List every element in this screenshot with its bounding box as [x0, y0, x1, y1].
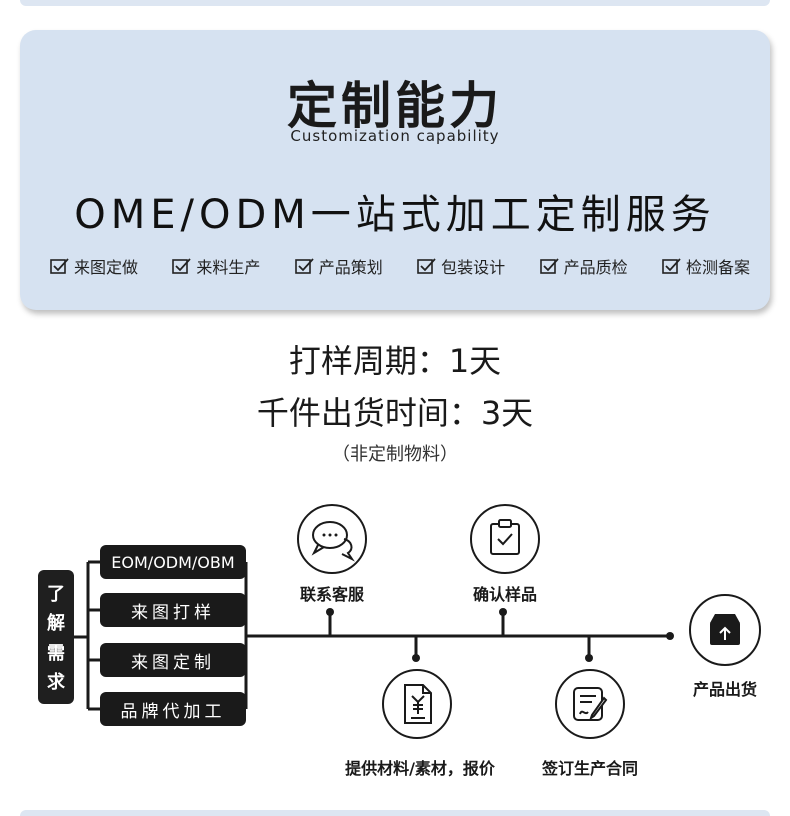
sample-cycle: 打样周期：1天 — [288, 342, 502, 380]
option-custom-from-drawing: 来图定制 — [100, 643, 246, 677]
feature-label: 来图定做 — [74, 258, 139, 277]
bulk-delivery-time: 千件出货时间：3天 — [256, 394, 534, 432]
checkbox-icon — [294, 258, 314, 274]
option-sample-from-drawing: 来图打样 — [100, 593, 246, 627]
step-contact-service: 联系客服 — [299, 585, 364, 604]
need-char: 求 — [47, 672, 65, 694]
step-ship-product: 产品出货 — [692, 680, 757, 699]
understand-needs-box: 了 解 需 求 — [38, 570, 74, 704]
option-oem-odm-obm: EOM/ODM/OBM — [100, 545, 246, 579]
contract-sign-icon — [555, 669, 625, 739]
feature-item: 来料生产 — [172, 254, 260, 278]
cycle-note: （非定制物料） — [332, 444, 458, 465]
checkbox-icon — [539, 258, 559, 274]
feature-label: 包装设计 — [441, 258, 506, 277]
feature-label: 产品策划 — [318, 258, 383, 277]
feature-list: 来图定做 来料生产 产品策划 包装设计 产品质检 检测备案 — [50, 254, 750, 278]
bottom-divider — [20, 810, 770, 816]
feature-label: 检测备案 — [685, 258, 750, 277]
feature-item: 产品策划 — [294, 254, 383, 278]
top-divider — [20, 0, 770, 6]
step-sign-contract: 签订生产合同 — [541, 759, 638, 778]
need-char: 了 — [47, 583, 65, 605]
document-price-icon — [382, 669, 452, 739]
step-confirm-sample: 确认样品 — [472, 585, 537, 604]
step-provide-materials: 提供材料/素材，报价 — [345, 759, 495, 778]
capability-panel: 定制能力 Customization capability OME/ODM一站式… — [20, 30, 770, 310]
feature-item: 包装设计 — [417, 254, 505, 278]
panel-subtitle: Customization capability — [290, 127, 500, 145]
feature-label: 来料生产 — [196, 258, 261, 277]
chat-icon — [297, 504, 367, 574]
checkbox-icon — [172, 258, 192, 274]
feature-item: 产品质检 — [539, 254, 628, 278]
checkbox-icon — [50, 258, 69, 274]
feature-label: 产品质检 — [563, 258, 628, 277]
feature-item: 来图定做 — [50, 254, 138, 278]
need-char: 解 — [47, 613, 65, 635]
need-char: 需 — [47, 642, 65, 664]
panel-title: 定制能力 — [287, 77, 503, 135]
checkbox-icon — [417, 258, 436, 274]
clipboard-check-icon — [470, 504, 540, 574]
service-heading: OME/ODM一站式加工定制服务 — [74, 192, 716, 238]
box-upload-icon — [689, 594, 761, 666]
option-brand-oem: 品牌代加工 — [100, 692, 246, 726]
checkbox-icon — [662, 258, 681, 274]
feature-item: 检测备案 — [662, 254, 750, 278]
